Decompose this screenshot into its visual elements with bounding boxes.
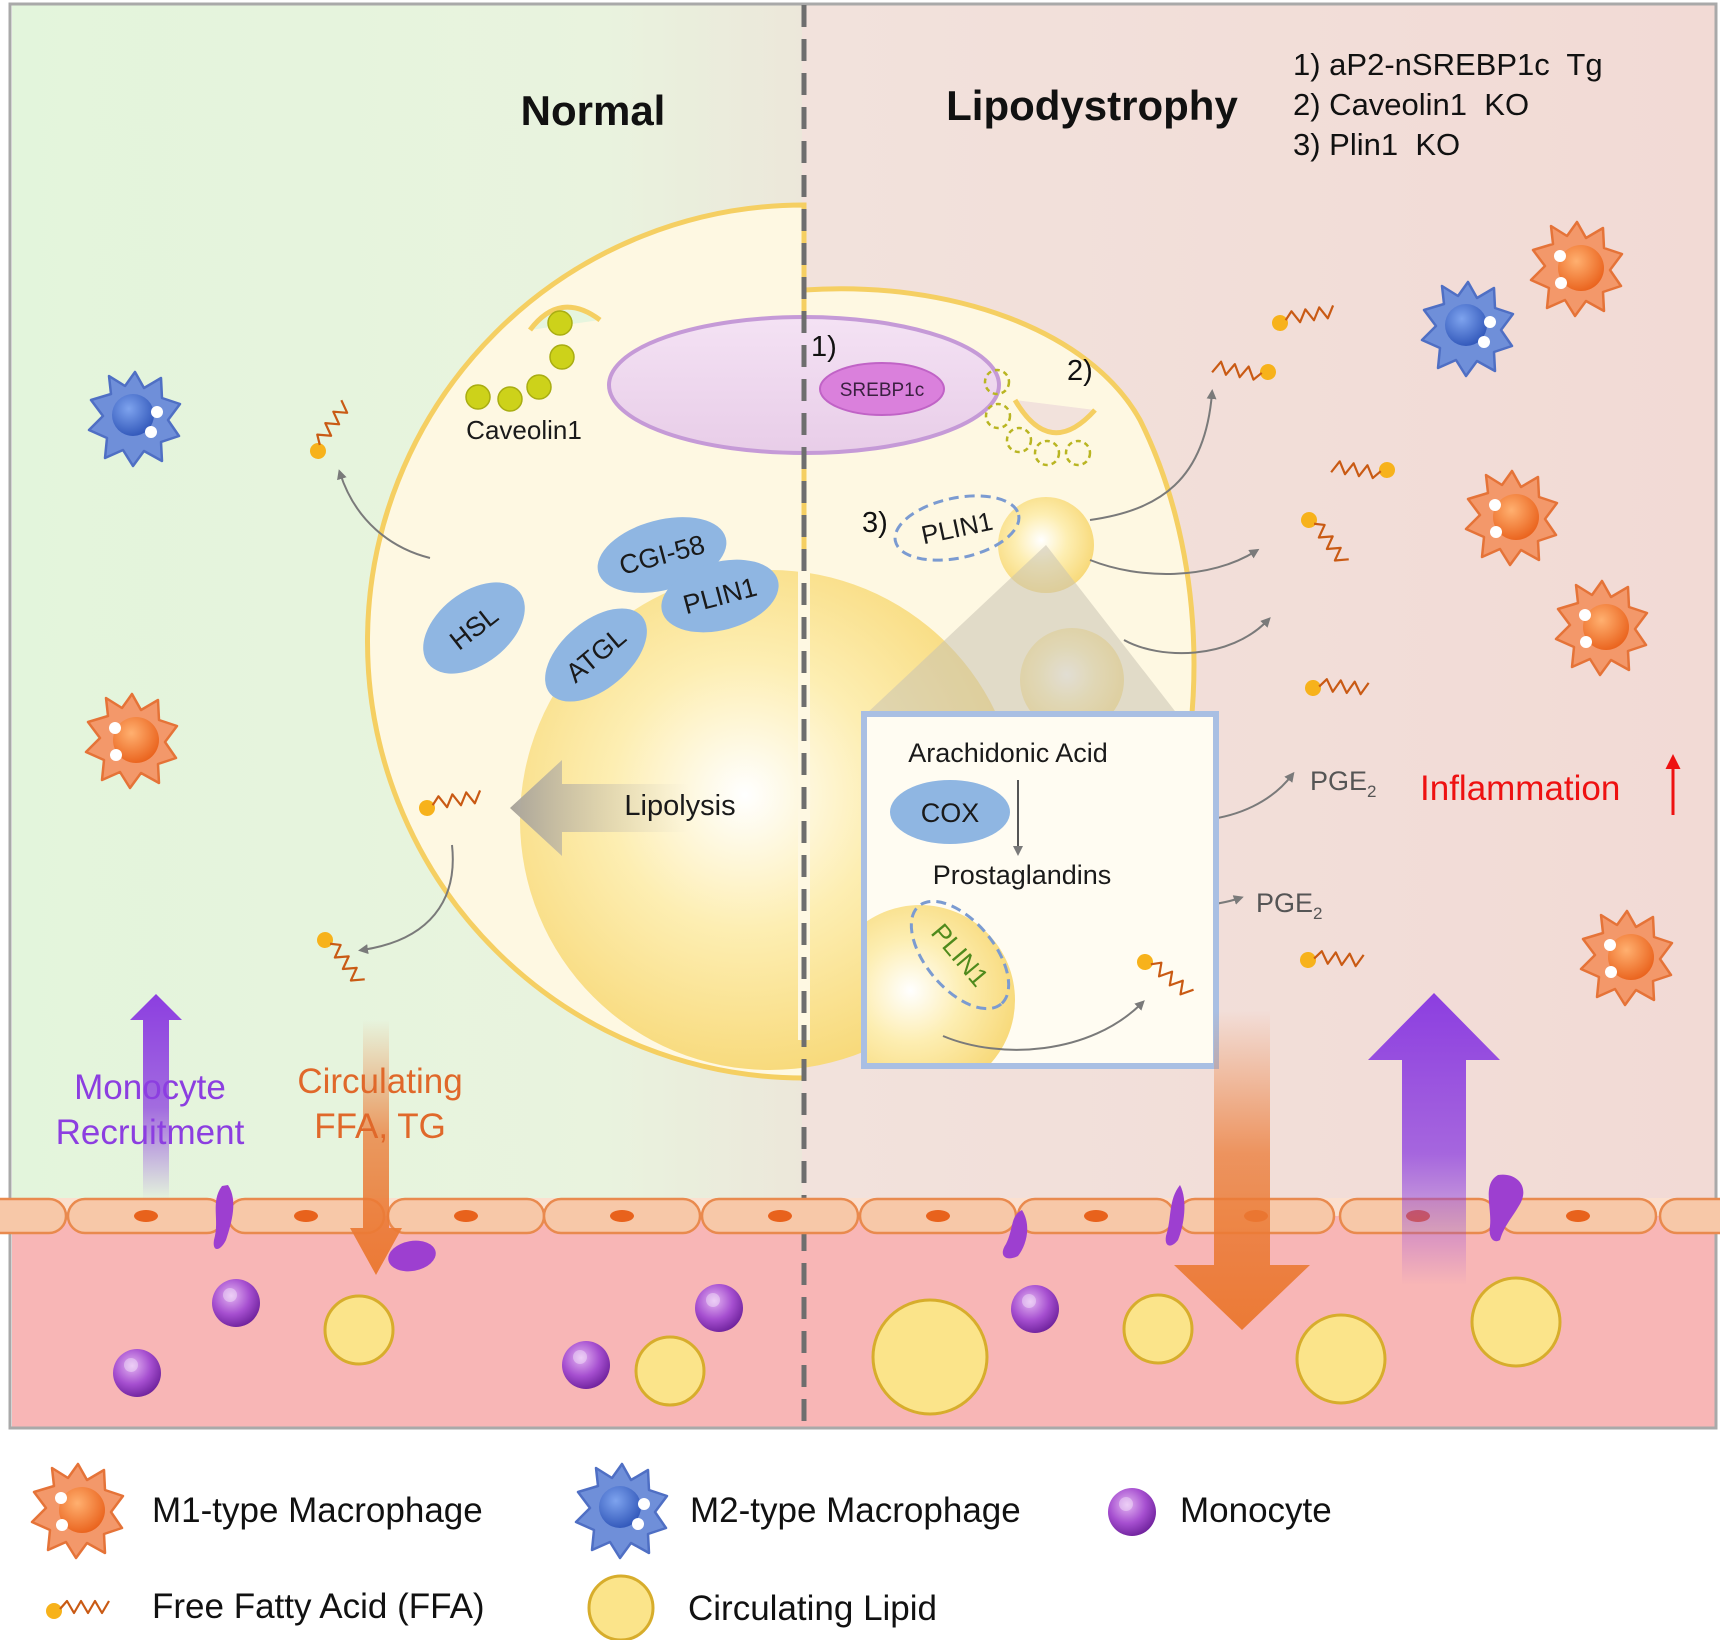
monocyte <box>695 1284 743 1332</box>
monocyte <box>1011 1285 1059 1333</box>
svg-text:COX: COX <box>921 798 980 828</box>
blood-lipids <box>323 1276 1562 1416</box>
legend-lipid-swatch <box>587 1574 655 1640</box>
legend-m2-label: M2-type Macrophage <box>690 1491 1021 1530</box>
monocyte <box>562 1341 610 1389</box>
monocyte-recruitment-label-2: Recruitment <box>56 1113 245 1152</box>
monocyte <box>212 1279 260 1327</box>
lipolysis-arrow <box>510 760 690 856</box>
plin1-protein: PLIN1 <box>661 559 779 633</box>
caveolin1-ko-dots <box>983 368 1092 467</box>
circulating-label-2: FFA, TG <box>314 1107 446 1146</box>
caveola-pit-ko <box>1012 398 1097 436</box>
endothelial-layer <box>0 1197 1720 1235</box>
pge2-label: PGE2 <box>1310 766 1377 801</box>
marker-3: 3) <box>862 507 888 539</box>
caveolin1-label: Caveolin1 <box>466 415 582 445</box>
legend-lipid-label: Circulating Lipid <box>688 1589 937 1628</box>
legend-monocyte-label: Monocyte <box>1180 1491 1332 1530</box>
circulating-lipid <box>871 1298 989 1416</box>
ffa-release-arrows <box>337 469 454 955</box>
atgl-protein: ATGL <box>545 608 647 702</box>
model-item: 3) Plin1 KO <box>1293 127 1460 162</box>
legend-m2-swatch <box>574 1462 669 1560</box>
cox-enzyme: COX <box>890 780 1010 844</box>
pge2-label: PGE2 <box>1256 888 1323 923</box>
circulating-lipid <box>323 1294 395 1366</box>
lipodystrophy-monocyte-arrow <box>1368 993 1500 1285</box>
hsl-protein: HSL <box>423 582 525 674</box>
circulating-label-1: Circulating <box>297 1062 462 1101</box>
inflammation-label: Inflammation <box>1420 769 1620 808</box>
model-item: 2) Caveolin1 KO <box>1293 87 1529 122</box>
transmigrating-monocytes <box>213 1174 1524 1272</box>
legend-m1-swatch <box>30 1462 125 1560</box>
srebp1c-label: SREBP1c <box>840 380 924 401</box>
circulating-lipid <box>1470 1276 1562 1368</box>
monocyte-recruitment-arrow <box>130 994 182 1200</box>
circulating-lipid <box>634 1335 706 1407</box>
marker-2: 2) <box>1067 355 1093 387</box>
lipolysis-label: Lipolysis <box>624 790 735 822</box>
marker-1: 1) <box>811 331 837 363</box>
circulating-ffa-arrow <box>350 1020 402 1275</box>
monocyte-recruitment-label-1: Monocyte <box>74 1068 226 1107</box>
legend-monocyte-swatch <box>1108 1488 1156 1536</box>
figure-frame <box>8 2 1718 1430</box>
model-list: 1) aP2-nSREBP1c Tg 2) Caveolin1 KO 3) Pl… <box>1293 47 1603 162</box>
arachidonic-acid-label: Arachidonic Acid <box>908 738 1108 768</box>
prostaglandin-inset: Arachidonic Acid COX Prostaglandins PLIN… <box>861 545 1219 1069</box>
lipodystrophy-title: Lipodystrophy <box>946 82 1238 129</box>
caveolin1-dots <box>465 310 575 412</box>
monocyte <box>113 1349 161 1397</box>
prostaglandins-label: Prostaglandins <box>933 860 1112 890</box>
legend-m1-label: M1-type Macrophage <box>152 1491 483 1530</box>
legend: M1-type Macrophage M2-type Macrophage Mo… <box>30 1462 1332 1640</box>
normal-title: Normal <box>521 87 666 134</box>
model-item: 1) aP2-nSREBP1c Tg <box>1293 47 1603 82</box>
srebp1c-protein <box>819 362 945 416</box>
legend-ffa-label: Free Fatty Acid (FFA) <box>152 1587 485 1626</box>
lipodystrophy-ffa-arrow <box>1174 1010 1310 1330</box>
circulating-lipid <box>1122 1293 1194 1365</box>
circulating-lipid <box>1295 1313 1387 1405</box>
legend-ffa-swatch <box>44 1599 111 1621</box>
